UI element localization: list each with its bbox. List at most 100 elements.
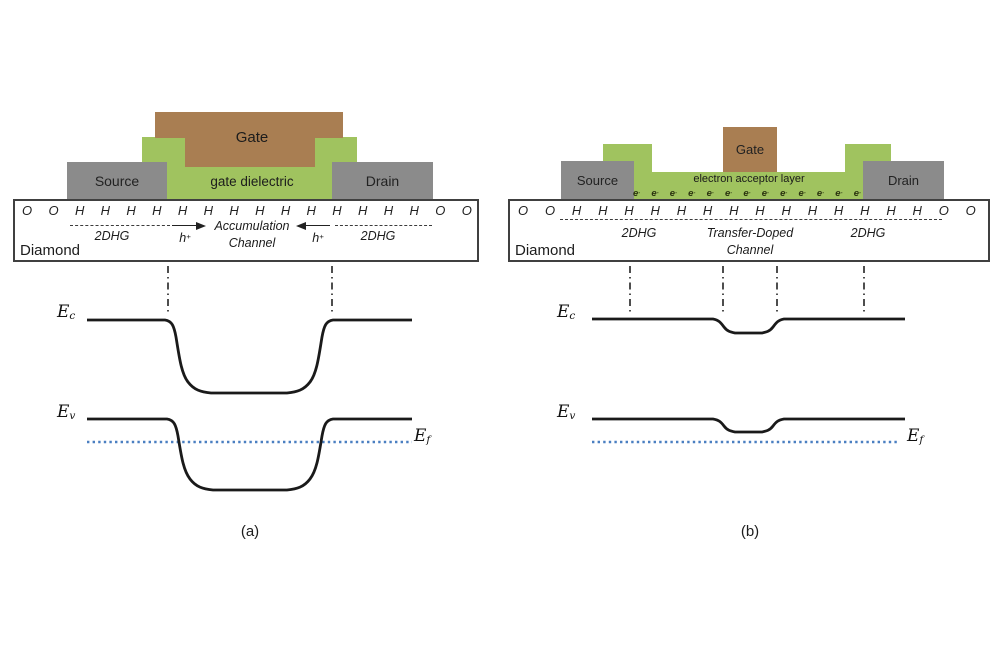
electron-symbol: e- bbox=[724, 188, 733, 199]
source-block-a: Source bbox=[67, 162, 167, 200]
source-label-b: Source bbox=[576, 173, 619, 188]
drain-label-a: Drain bbox=[365, 173, 400, 189]
conduction-band-curve-a bbox=[87, 318, 412, 395]
band-diagram-a bbox=[87, 266, 412, 492]
valence-band-curve-b bbox=[592, 417, 905, 434]
2dhg-dashed-left-a bbox=[70, 225, 170, 226]
diamond-label-b: Diamond bbox=[515, 242, 576, 259]
panel-caption-b: (b) bbox=[740, 523, 760, 540]
2dhg-dashed-line-b bbox=[560, 219, 942, 220]
electron-symbol: e- bbox=[835, 188, 843, 199]
2dhg-label-right-b: 2DHG bbox=[850, 226, 886, 240]
drain-block-a: Drain bbox=[332, 162, 433, 200]
surface-atom: H bbox=[332, 203, 342, 218]
surface-atom: H bbox=[383, 203, 394, 218]
electron-symbol: e- bbox=[743, 188, 751, 199]
electron-symbol: e- bbox=[853, 188, 861, 199]
hole-arrow-right-icon bbox=[196, 221, 206, 230]
gate-block-b: Gate bbox=[723, 127, 777, 172]
surface-atom: H bbox=[229, 203, 239, 218]
channel-label-line2-b: Channel bbox=[726, 243, 774, 257]
gate-dielectric-label-a: gate dielectric bbox=[210, 174, 294, 189]
acceptor-layer-block-b bbox=[650, 172, 848, 200]
diamond-substrate-box-b bbox=[508, 199, 990, 262]
surface-atom: H bbox=[100, 203, 111, 218]
electron-symbol: e- bbox=[780, 188, 788, 199]
electron-symbol: e- bbox=[669, 188, 678, 199]
surface-atom: O bbox=[461, 203, 472, 218]
gate-block-bottom-a bbox=[185, 137, 315, 167]
2dhg-label-left-b: 2DHG bbox=[621, 226, 657, 240]
surface-atom: H bbox=[912, 203, 922, 218]
ev-label-a: Ev bbox=[57, 402, 76, 423]
surface-atom: H bbox=[152, 203, 162, 218]
surface-atom: H bbox=[702, 203, 713, 218]
electron-symbol: e- bbox=[651, 188, 659, 199]
hole-arrow-right-stem bbox=[172, 225, 196, 226]
surface-atom: H bbox=[126, 203, 136, 218]
gate-label-b: Gate bbox=[735, 142, 765, 157]
hole-label-right: h+ bbox=[312, 231, 324, 245]
surface-atom: O bbox=[22, 203, 33, 218]
conduction-band-curve-b bbox=[592, 317, 905, 335]
hole-label-left: h+ bbox=[179, 231, 191, 245]
electron-symbol: e- bbox=[816, 188, 825, 199]
surface-atom: O bbox=[938, 203, 949, 218]
surface-atom: O bbox=[965, 203, 976, 218]
surface-atom: H bbox=[177, 203, 188, 218]
electron-row-b: e-e-e-e-e-e-e-e-e-e-e-e-e- bbox=[633, 188, 861, 199]
source-block-b: Source bbox=[561, 161, 634, 200]
surface-atom: H bbox=[729, 203, 739, 218]
surface-atom: H bbox=[598, 203, 608, 218]
surface-atom: H bbox=[650, 203, 660, 218]
ec-label-b: Ec bbox=[557, 302, 576, 323]
surface-atom: H bbox=[571, 203, 582, 218]
surface-atom: H bbox=[807, 203, 818, 218]
surface-atom: H bbox=[306, 203, 316, 218]
source-label-a: Source bbox=[94, 173, 140, 189]
surface-atom: H bbox=[833, 203, 844, 218]
surface-atom: O bbox=[544, 203, 556, 218]
surface-atom: H bbox=[781, 203, 791, 218]
2dhg-dashed-right-a bbox=[335, 225, 432, 226]
drain-block-b: Drain bbox=[863, 161, 944, 200]
diamond-substrate-box-a bbox=[13, 199, 479, 262]
surface-atom: H bbox=[860, 203, 870, 218]
surface-atom: H bbox=[886, 203, 896, 218]
valence-band-curve-a bbox=[87, 417, 412, 492]
channel-label-line1-b: Transfer-Doped bbox=[706, 226, 794, 240]
channel-label-line2-a: Channel bbox=[228, 236, 276, 250]
drain-label-b: Drain bbox=[887, 173, 920, 188]
gate-label-a: Gate bbox=[235, 129, 269, 146]
electron-symbol: e- bbox=[688, 188, 696, 199]
surface-atom: O bbox=[518, 203, 529, 218]
electron-symbol: e- bbox=[706, 188, 714, 199]
ef-label-a: Ef bbox=[414, 426, 431, 447]
surface-atom: H bbox=[409, 203, 419, 218]
surface-atom: H bbox=[280, 203, 291, 218]
diamond-label-a: Diamond bbox=[20, 242, 81, 259]
ec-label-a: Ec bbox=[57, 302, 76, 323]
electron-symbol: e- bbox=[761, 188, 769, 199]
ef-label-b: Ef bbox=[907, 426, 924, 447]
2dhg-label-right-a: 2DHG bbox=[360, 229, 396, 243]
acceptor-layer-label-b: electron acceptor layer bbox=[693, 173, 805, 185]
surface-atom: H bbox=[624, 203, 634, 218]
surface-atom: H bbox=[755, 203, 765, 218]
surface-atom: H bbox=[74, 203, 85, 218]
2dhg-label-left-a: 2DHG bbox=[94, 229, 130, 243]
hole-arrow-left-stem bbox=[306, 225, 330, 226]
surface-atom: H bbox=[255, 203, 265, 218]
hole-arrow-left-icon bbox=[296, 221, 306, 230]
surface-atom: O bbox=[435, 203, 446, 218]
band-diagram-b bbox=[592, 266, 905, 444]
surface-atom: H bbox=[676, 203, 687, 218]
surface-atom: H bbox=[203, 203, 213, 218]
channel-label-line1-a: Accumulation bbox=[214, 219, 290, 233]
ev-label-b: Ev bbox=[557, 402, 576, 423]
panel-caption-a: (a) bbox=[240, 523, 260, 540]
surface-atom: O bbox=[48, 203, 59, 218]
